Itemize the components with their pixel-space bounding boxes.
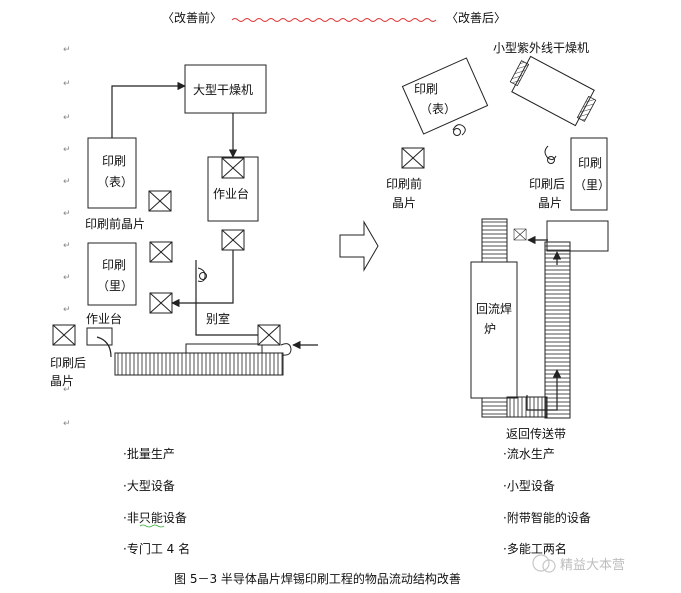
print-back-label-1: 印刷 (102, 258, 126, 272)
figure-caption: 图 5－3 半导体晶片焊锡印刷工程的物品流动结构改善 (174, 571, 461, 586)
watermark-logo-icon (532, 554, 550, 572)
bullet-left-2: ·大型设备 (123, 479, 175, 493)
svg-text:↵: ↵ (63, 79, 71, 89)
header-after: 〈改善后〉 (446, 10, 506, 25)
svg-text:↵: ↵ (63, 305, 71, 315)
after-pre-print-label-1: 印刷前 (386, 176, 422, 191)
svg-text:↵: ↵ (63, 45, 71, 55)
header-before: 〈改善前〉 (162, 10, 222, 25)
watermark: 精益大本营 (532, 554, 625, 573)
print-front-box (87, 137, 137, 209)
arrow-to-back-print (171, 250, 234, 308)
big-dryer-box (184, 64, 267, 114)
print-back-label-2: （里） (97, 279, 133, 293)
print-front-label-1: 印刷 (102, 154, 126, 168)
svg-text:↵: ↵ (63, 273, 71, 283)
wafer-box-1 (148, 190, 172, 212)
paragraph-marks: ↵ ↵ ↵ ↵ ↵ ↵ ↵ ↵ ↵ ↵ ↵ (63, 45, 71, 429)
bullet-list-left: ·批量生产 ·大型设备 ·非只能设备 ·专门工 4 名 (123, 446, 190, 556)
after-pre-print-label-2: 晶片 (392, 196, 416, 210)
arrow-workbench-bottom (96, 336, 112, 358)
after-print-front-label-1: 印刷 (414, 82, 438, 96)
after-post-print-label-1: 印刷后 (529, 177, 565, 191)
reflow-label-1: 回流焊 (476, 301, 512, 316)
workbench-bottom-box (86, 327, 113, 346)
after-print-front-box (401, 57, 489, 135)
bullet-list-right: ·流水生产 ·小型设备 ·附带智能的设备 ·多能工两名 (503, 447, 591, 556)
svg-text:↵: ↵ (63, 209, 71, 219)
reflow-oven-box (470, 261, 518, 399)
watermark-text: 精益大本营 (560, 558, 625, 573)
after-wafer-box-pre (401, 147, 425, 169)
bullet-right-2: ·小型设备 (503, 479, 555, 493)
arrow-front-to-dryer (111, 81, 186, 138)
svg-text:↵: ↵ (63, 145, 71, 155)
workbench-top-label: 作业台 (213, 186, 249, 201)
bullet-left-4: ·专门工 4 名 (123, 541, 190, 556)
svg-text:↵: ↵ (63, 385, 71, 395)
wafer-box-workbench (221, 157, 245, 179)
wafer-box-3 (221, 229, 245, 251)
uv-dryer-box (509, 55, 597, 127)
reflow-label-2: 炉 (484, 322, 496, 336)
after-print-back-label-1: 印刷 (578, 156, 602, 170)
operator-icon (197, 267, 206, 282)
bullet-right-4: ·多能工两名 (503, 541, 567, 556)
return-belt-label: 返回传送带 (506, 426, 566, 441)
bullet-left-3: ·非只能设备 (123, 511, 187, 525)
after-operator-icon-1 (452, 124, 466, 136)
after-layout: 小型紫外线干燥机 印刷 （表） 印刷前 晶片 印刷后 晶片 印刷 （里） (386, 41, 610, 441)
after-print-front-label-2: （表） (420, 102, 456, 116)
workbench-bottom-label: 作业台 (86, 311, 122, 326)
post-print-label-2: 晶片 (50, 374, 74, 388)
separate-room-line (195, 260, 262, 336)
after-return-arrow (526, 369, 562, 411)
bullet-left-1: ·批量生产 (123, 446, 175, 461)
svg-text:↵: ↵ (63, 177, 71, 187)
pre-print-wafer-label: 印刷前晶片 (85, 216, 145, 231)
after-print-back-box (570, 137, 608, 211)
after-wafer-box-small (513, 228, 527, 241)
post-print-label-1: 印刷后 (50, 356, 86, 370)
wafer-box-output (52, 324, 76, 346)
uv-dryer-label: 小型紫外线干燥机 (493, 41, 589, 55)
separate-room-label: 别室 (206, 311, 230, 326)
print-back-box (87, 242, 137, 306)
print-front-label-2: （表） (97, 175, 133, 189)
before-layout: 大型干燥机 印刷 （表） 作业台 印刷前晶片 印刷 （里） 别室 (50, 64, 318, 388)
bullet-right-3: ·附带智能的设备 (503, 510, 591, 525)
big-dryer-label: 大型干燥机 (193, 83, 253, 97)
svg-text:↵: ↵ (63, 241, 71, 251)
after-post-print-label-2: 晶片 (538, 196, 562, 210)
wafer-box-2 (149, 241, 173, 263)
wafer-box-4 (149, 292, 173, 314)
wafer-box-input (257, 324, 281, 346)
spellcheck-underline (231, 18, 437, 22)
conveyor-top-plate (185, 343, 263, 354)
transition-arrow-icon (339, 220, 379, 272)
after-print-back-label-2: （里） (574, 178, 610, 192)
svg-text:↵: ↵ (63, 419, 71, 429)
bullet-right-1: ·流水生产 (503, 447, 555, 461)
after-operator-icon-2 (544, 145, 557, 161)
svg-text:↵: ↵ (63, 113, 71, 123)
conveyor-belt (114, 352, 284, 376)
